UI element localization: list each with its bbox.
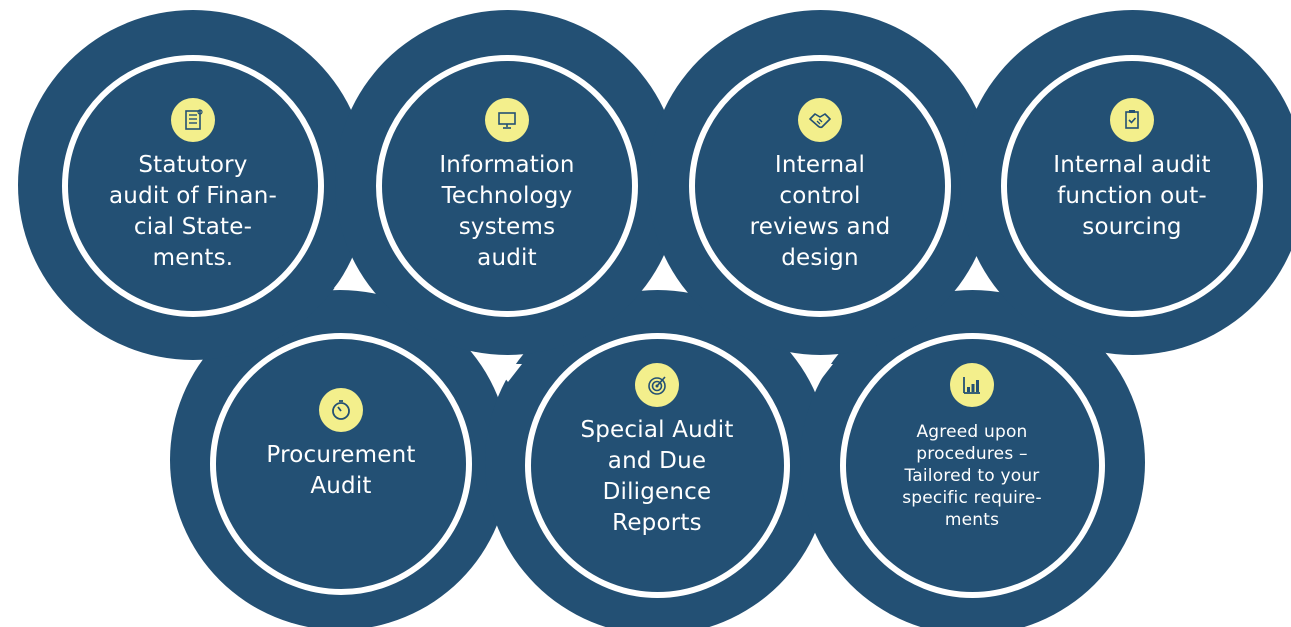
service-internal-control: Internal control reviews and design [720, 98, 920, 274]
arrow-down-icon [805, 364, 833, 382]
service-label: Special Audit and Due Diligence Reports [580, 417, 734, 536]
service-procurement-audit: Procurement Audit [241, 388, 441, 502]
monitor-icon [485, 98, 529, 142]
service-label: Procurement Audit [266, 442, 416, 499]
arrow-up-icon [334, 270, 362, 288]
arrow-down-icon [494, 364, 522, 382]
service-statutory-audit: Statutory audit of Finan- cial State- me… [93, 98, 293, 274]
timer-icon [319, 388, 363, 432]
circle-outsourcing [1001, 55, 1263, 317]
service-label: Information Technology systems audit [439, 152, 575, 271]
service-agreed-procedures: Agreed upon procedures – Tailored to you… [872, 363, 1072, 531]
target-icon [635, 363, 679, 407]
bar-chart-icon [950, 363, 994, 407]
handshake-icon [798, 98, 842, 142]
circle-statutory [62, 55, 324, 317]
service-special-audit: Special Audit and Due Diligence Reports [557, 363, 757, 539]
service-label: Agreed upon procedures – Tailored to you… [902, 422, 1042, 530]
arrow-up-icon [647, 270, 675, 288]
service-it-audit: Information Technology systems audit [407, 98, 607, 274]
checklist-icon [171, 98, 215, 142]
clipboard-check-icon [1110, 98, 1154, 142]
service-label: Internal audit function out- sourcing [1053, 152, 1211, 240]
service-label: Statutory audit of Finan- cial State- me… [109, 152, 277, 271]
arrow-up-icon [960, 270, 988, 288]
circle-procurement [210, 333, 472, 595]
service-outsourcing: Internal audit function out- sourcing [1032, 98, 1232, 243]
service-label: Internal control reviews and design [749, 152, 891, 271]
